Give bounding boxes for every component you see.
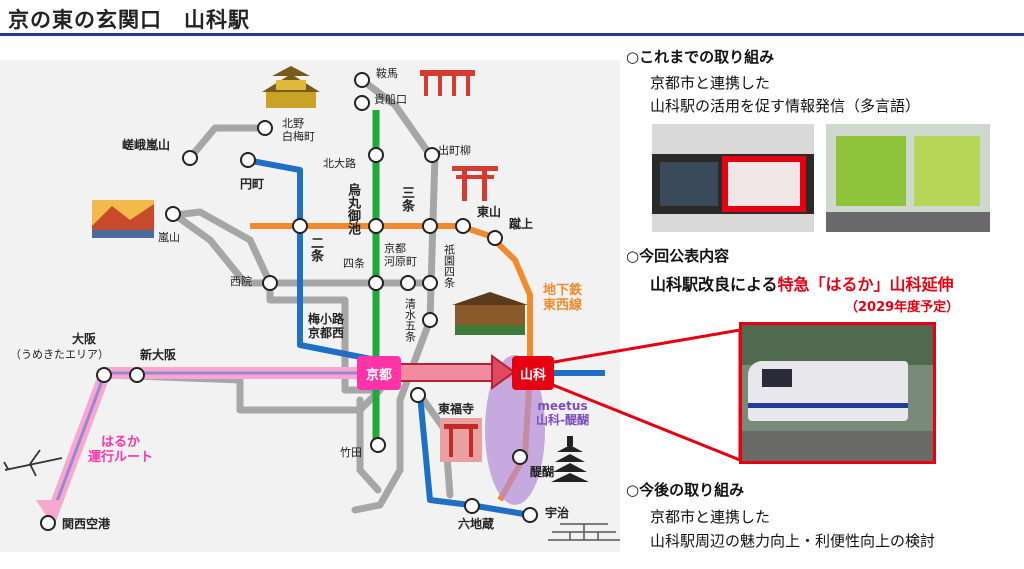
station-dot-kiyomizu xyxy=(422,312,438,328)
station-dot-sanjo xyxy=(422,218,438,234)
byodoin-icon xyxy=(548,523,620,541)
station-label-kibuneguchi: 貴船口 xyxy=(374,93,407,106)
title-rule xyxy=(0,33,1024,36)
arashiyama-icon xyxy=(92,200,154,238)
meetus-label: meetus 山科-醍醐 xyxy=(536,399,589,427)
haruka-train-photo xyxy=(739,322,936,464)
section-now-heading: ○今回公表内容 xyxy=(626,247,730,265)
station-dot-saga xyxy=(182,150,198,166)
signage-photo-2 xyxy=(826,124,990,232)
station-label-demachiyanagi: 出町柳 xyxy=(438,144,471,157)
station-label-enmachi: 円町 xyxy=(240,177,265,191)
station-label-rokujizo: 六地蔵 xyxy=(458,517,495,531)
station-dot-tofukuji xyxy=(410,387,426,403)
torii-icon-demachi xyxy=(452,166,498,201)
yamashina-hub: 山科 xyxy=(512,356,554,390)
station-label-sanjo: 三条 xyxy=(399,186,414,212)
station-label-osaka-sub: （うめきたエリア） xyxy=(10,348,109,361)
station-dot-saiin xyxy=(262,275,278,291)
section-future-heading: ○今後の取り組み xyxy=(626,481,745,499)
section-past-line2: 山科駅の活用を促す情報発信（多言語） xyxy=(650,97,921,115)
kyoto-hub: 京都 xyxy=(357,356,401,390)
station-dot-nijo xyxy=(292,218,308,234)
station-dot-demachiyanagi xyxy=(424,147,440,163)
station-label-daigo: 醍醐 xyxy=(530,465,555,479)
section-past-line1: 京都市と連携した xyxy=(650,74,771,92)
station-label-kansai-airport: 関西空港 xyxy=(62,517,111,531)
station-dot-arashiyama xyxy=(165,206,181,222)
station-dot-kurama xyxy=(354,72,370,88)
callout-connector xyxy=(546,328,742,463)
station-label-kiyomizu: 清水五条 xyxy=(403,298,417,342)
station-dot-osaka xyxy=(96,367,112,383)
station-dot-kawaramachi xyxy=(400,275,416,291)
station-label-kawaramachi: 京都 河原町 xyxy=(384,242,417,268)
station-label-shijo: 四条 xyxy=(343,257,365,270)
station-dot-gion xyxy=(422,275,438,291)
station-label-kitano: 北野 白梅町 xyxy=(282,117,315,143)
station-dot-kitano xyxy=(257,120,273,136)
station-label-nijo: 二条 xyxy=(308,236,323,262)
station-label-karasuma-oike: 烏丸御池 xyxy=(345,183,360,235)
station-dot-uji xyxy=(522,507,538,523)
section-future-line1: 京都市と連携した xyxy=(650,508,771,526)
blue-line xyxy=(245,157,377,363)
station-label-tofukuji: 東福寺 xyxy=(438,402,475,416)
station-dot-kitaoji xyxy=(368,147,384,163)
station-label-shin-osaka: 新大阪 xyxy=(140,348,177,362)
station-label-uji: 宇治 xyxy=(545,506,570,520)
tozai-line-label: 地下鉄 東西線 xyxy=(543,283,583,313)
pagoda-icon xyxy=(551,436,589,482)
station-label-gion: 祇園四条 xyxy=(442,244,456,288)
section-now-note: （2029年度予定） xyxy=(845,300,960,315)
kurama-line xyxy=(358,76,434,159)
kiyomizu-temple-icon xyxy=(452,292,528,335)
station-dot-kibuneguchi xyxy=(354,95,370,111)
section-now-highlight: 特急「はるか」山科延伸 xyxy=(777,275,954,294)
station-dot-takeda xyxy=(370,437,386,453)
kinkakuji-icon xyxy=(262,66,320,108)
station-dot-daigo xyxy=(512,449,528,465)
station-label-saiin: 西院 xyxy=(230,275,252,288)
station-dot-kansai-airport xyxy=(40,515,56,531)
jr-kosei-line xyxy=(106,371,384,414)
kintetsu-line xyxy=(356,396,382,494)
station-label-kitaoji: 北大路 xyxy=(323,157,356,170)
station-dot-karasuma-oike xyxy=(368,218,384,234)
section-now-text: 山科駅改良による特急「はるか」山科延伸 xyxy=(650,271,954,295)
kyoto-yamashina-arrow xyxy=(399,363,496,382)
haruka-route-label: はるか 運行ルート xyxy=(88,435,154,465)
station-dot-keage xyxy=(487,230,503,246)
station-label-keage: 蹴上 xyxy=(509,217,534,231)
section-past-heading: ○これまでの取り組み xyxy=(626,48,775,66)
haruka-arrow-head xyxy=(36,500,64,522)
station-label-arashiyama: 嵐山 xyxy=(158,231,180,244)
station-label-kurama: 鞍馬 xyxy=(376,67,398,80)
kyoto-yamashina-arrow-head xyxy=(491,354,516,390)
station-dot-rokujizo xyxy=(464,498,480,514)
station-dot-shin-osaka xyxy=(129,367,145,383)
section-now-prefix: 山科駅改良による xyxy=(650,275,778,294)
keifuku-line xyxy=(186,124,269,162)
keihan-line xyxy=(351,151,439,514)
station-label-higashiyama: 東山 xyxy=(477,205,502,219)
station-dot-enmachi xyxy=(240,152,256,168)
page-title: 京の東の玄関口 山科駅 xyxy=(8,8,250,32)
station-label-osaka: 大阪 xyxy=(72,332,97,346)
station-label-umekoji: 梅小路 京都西 xyxy=(308,312,345,340)
section-future-line2: 山科駅周辺の魅力向上・利便性向上の検討 xyxy=(650,532,936,550)
airplane-icon xyxy=(3,449,63,477)
signage-photo-1 xyxy=(652,124,814,232)
meetus-area xyxy=(485,355,545,505)
station-label-saga: 嵯峨嵐山 xyxy=(122,138,171,152)
station-dot-higashiyama xyxy=(455,218,471,234)
randen-line xyxy=(171,211,434,287)
fushimi-inari-icon xyxy=(440,418,482,462)
torii-icon xyxy=(420,70,475,96)
station-label-takeda: 竹田 xyxy=(340,446,362,459)
station-dot-shijo xyxy=(368,275,384,291)
